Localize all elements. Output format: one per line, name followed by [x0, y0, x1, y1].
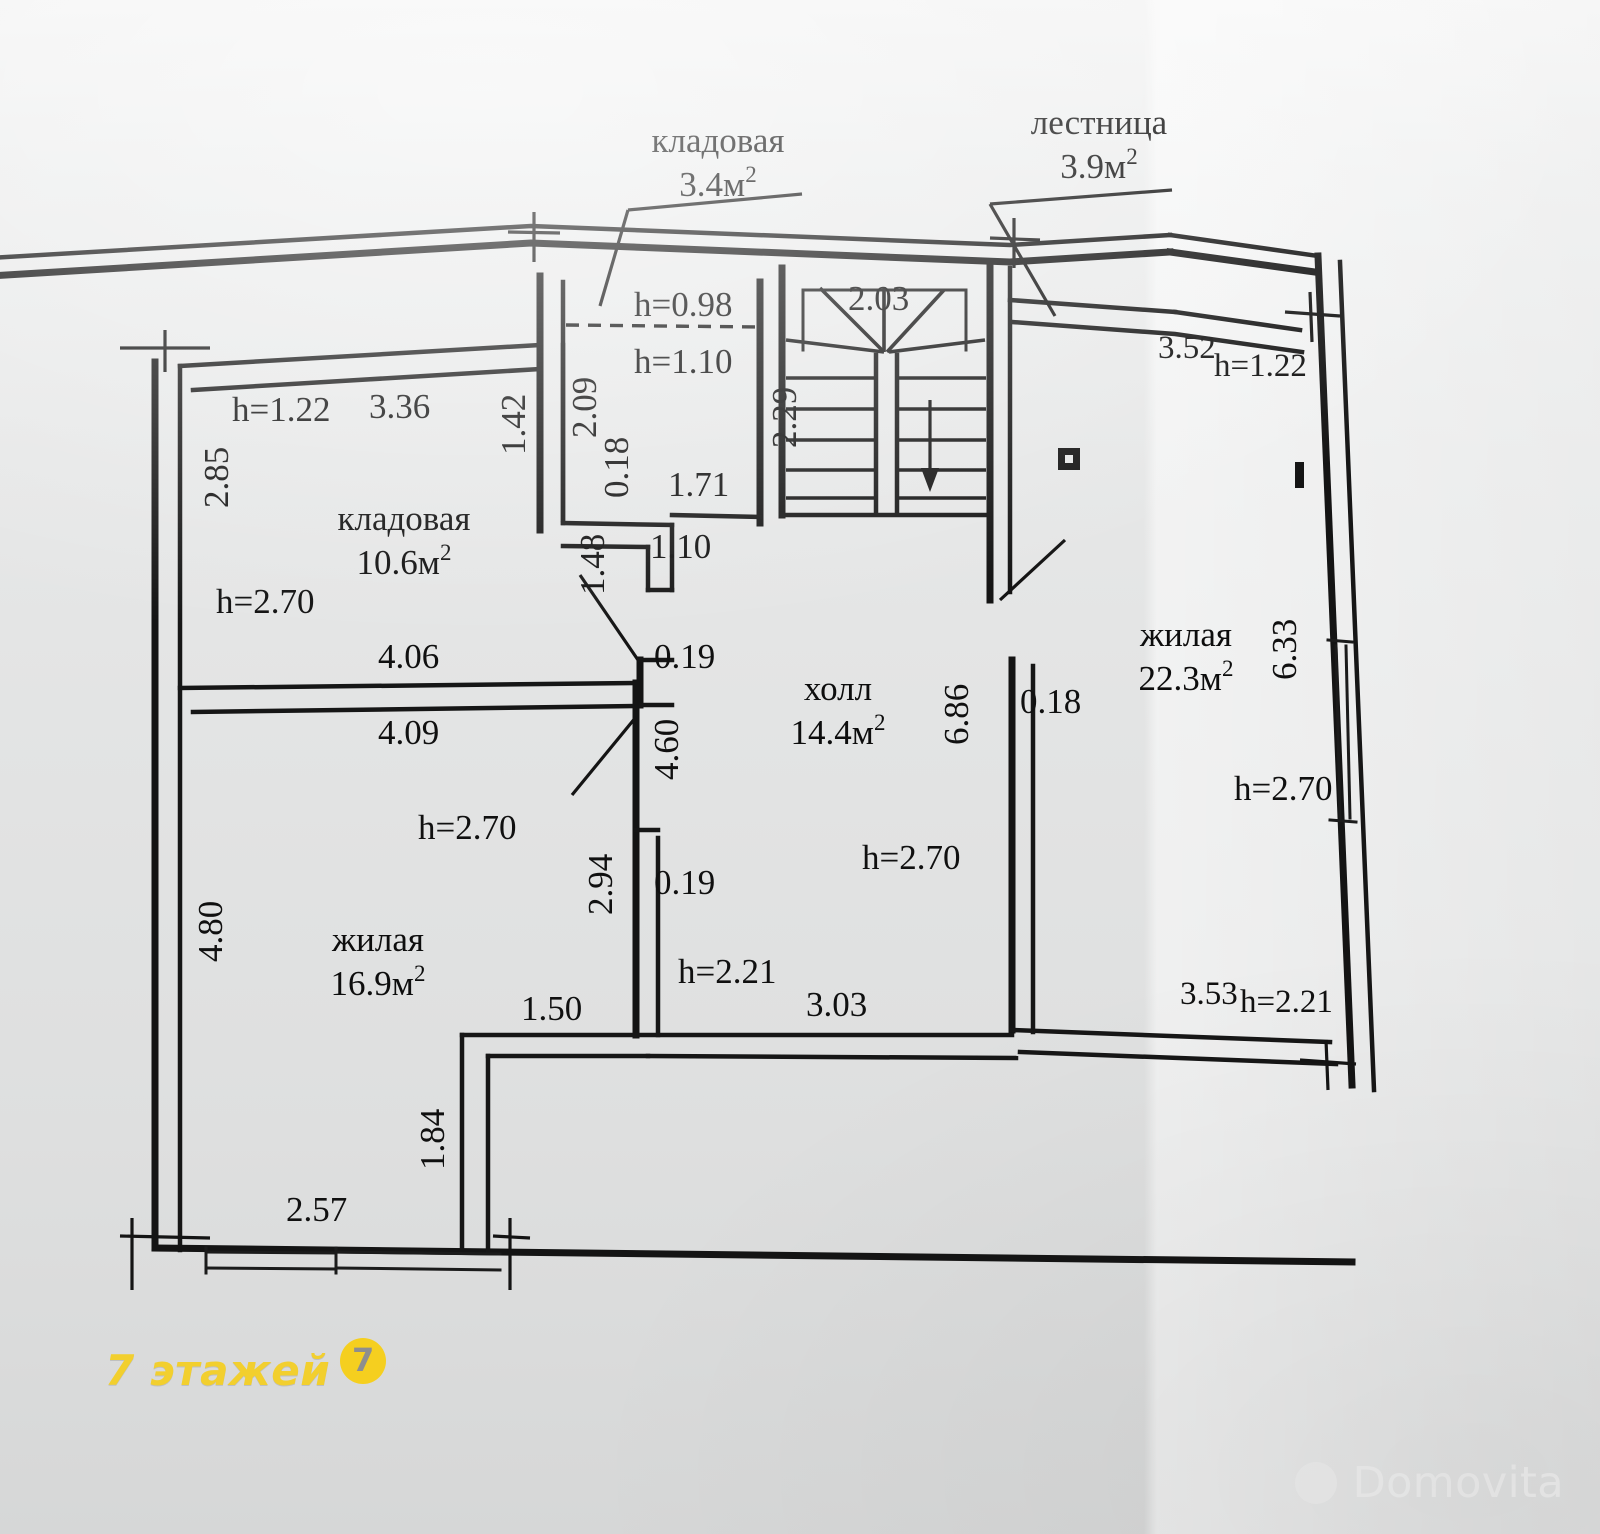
height-label-h122-right: h=1.22	[1214, 348, 1307, 384]
room-label-kladovaya-big: кладовая	[337, 499, 470, 538]
seven-floors-badge-icon: 7	[340, 1338, 387, 1384]
dim-229: 2.29	[765, 387, 804, 448]
room-label-zhilaya-left: жилая	[331, 920, 424, 959]
dim-336: 3.36	[369, 387, 430, 426]
room-holl-walls	[570, 538, 1067, 1061]
domovita-logo-icon	[1294, 1462, 1337, 1504]
dim-460: 4.60	[647, 719, 686, 780]
dim-353: 3.53	[1180, 976, 1238, 1012]
room-zhilaya-right-walls	[986, 260, 1358, 1067]
dimension-ticks	[119, 212, 1357, 1290]
dim-018-top: 0.18	[597, 437, 636, 498]
dim-203: 2.03	[848, 279, 909, 318]
seven-floors-badge-number: 7	[352, 1341, 375, 1379]
dim-352: 3.52	[1158, 330, 1216, 366]
wall-group-outer	[0, 223, 1377, 1266]
dim-303: 3.03	[806, 985, 867, 1024]
height-label-h270-zhilaya-right: h=2.70	[1234, 769, 1333, 808]
height-label-h110: h=1.10	[634, 342, 733, 381]
dim-019-upper: 0.19	[654, 637, 715, 676]
room-area-kladovaya-small: 3.4м2	[679, 162, 756, 204]
dim-209: 2.09	[565, 377, 604, 438]
height-label-h221-holl: h=2.21	[678, 952, 777, 991]
room-label-kladovaya-small: кладовая	[651, 121, 784, 160]
room-area-lestnica: 3.9м2	[1060, 144, 1137, 186]
domovita-watermark-text: Domovita	[1352, 1458, 1564, 1508]
height-label-h270-holl: h=2.70	[862, 838, 961, 877]
room-area-holl: 14.4м2	[791, 710, 886, 752]
seven-floors-logo: 7 этажей 7	[105, 1338, 387, 1402]
dim-142: 1.42	[494, 394, 533, 455]
room-area-zhilaya-left: 16.9м2	[331, 961, 426, 1003]
dim-294: 2.94	[581, 854, 620, 915]
room-area-zhilaya-right: 22.3м2	[1139, 656, 1234, 698]
label-leader-lines	[598, 188, 1173, 317]
dim-257: 2.57	[286, 1190, 347, 1229]
height-label-h122-left: h=1.22	[232, 390, 331, 429]
dim-150: 1.50	[521, 989, 582, 1028]
room-zhilaya-left-walls	[204, 1032, 651, 1275]
dim-409: 4.09	[378, 713, 439, 752]
room-label-holl: холл	[804, 669, 872, 708]
dim-184: 1.84	[413, 1109, 452, 1170]
dim-018-right: 0.18	[1020, 682, 1081, 721]
dim-686: 6.86	[937, 684, 976, 745]
height-label-h098: h=0.98	[634, 285, 733, 324]
dim-148: 1.48	[573, 534, 612, 595]
room-label-zhilaya-right: жилая	[1139, 615, 1232, 654]
dim-285: 2.85	[197, 447, 236, 508]
dim-019-lower: 0.19	[654, 863, 715, 902]
dim-633: 6.33	[1265, 619, 1304, 680]
height-label-h270-zhilaya-left: h=2.70	[418, 808, 517, 847]
vent-marker-icon	[1058, 448, 1080, 470]
dim-406: 4.06	[378, 637, 439, 676]
room-label-lestnica: лестница	[1031, 103, 1168, 142]
seven-floors-logo-text: 7 этажей	[105, 1345, 331, 1395]
domovita-watermark: Domovita	[1294, 1458, 1564, 1508]
height-label-h221-right: h=2.21	[1240, 984, 1333, 1020]
height-label-h270-kladovaya: h=2.70	[216, 582, 315, 621]
room-area-kladovaya-big: 10.6м2	[357, 540, 452, 582]
dim-480: 4.80	[191, 901, 230, 962]
dim-171: 1.71	[668, 465, 729, 504]
dim-110-low: 1.10	[650, 527, 711, 566]
